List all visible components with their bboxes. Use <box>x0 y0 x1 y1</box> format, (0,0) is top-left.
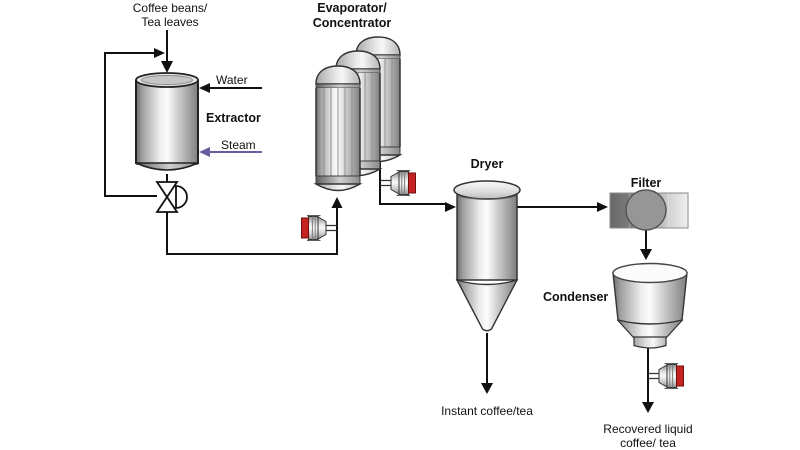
arrow-into-condenser <box>640 249 652 260</box>
recovered-product-label: Recovered liquid coffee/ tea <box>588 422 708 450</box>
extractor-valve-icon <box>155 181 188 213</box>
arrow-recovered-product <box>642 402 654 413</box>
feed-stream-line1: Coffee beans/ <box>132 1 208 15</box>
steam-stream-label: Steam <box>221 138 256 152</box>
filter-unit <box>609 189 689 231</box>
evaporator-label-line2: Concentrator <box>312 15 392 30</box>
dryer-label: Dryer <box>470 157 504 171</box>
evaporator-vessel-1 <box>315 65 361 192</box>
arrow-into-filter <box>597 202 608 212</box>
instant-product-label: Instant coffee/tea <box>441 404 533 418</box>
arrow-into-dryer <box>445 202 456 212</box>
water-stream-label: Water <box>216 73 248 87</box>
arrow-into-evaporator <box>331 197 343 208</box>
extractor-label: Extractor <box>206 111 261 125</box>
dryer-vessel <box>453 180 521 332</box>
filter-label: Filter <box>630 176 662 190</box>
arrow-recycle-right <box>154 48 165 58</box>
pump-feed-icon <box>300 214 338 242</box>
evaporator-label-line1: Evaporator/ <box>317 1 387 15</box>
recovered-product-line1: Recovered liquid <box>603 422 693 436</box>
pipe-recycle <box>104 52 157 197</box>
feed-stream-line2: Tea leaves <box>141 15 199 30</box>
pump-evaporator-icon <box>379 169 417 197</box>
arrow-steam-left <box>199 147 210 157</box>
arrow-feed-down <box>161 61 173 73</box>
evaporator-label: Evaporator/ Concentrator <box>287 1 417 31</box>
arrowheads <box>154 48 654 413</box>
recovered-product-line2: coffee/ tea <box>620 436 676 450</box>
arrow-water-left <box>199 83 210 93</box>
pump-condenser-icon <box>647 362 685 390</box>
feed-stream-label: Coffee beans/ Tea leaves <box>105 1 235 29</box>
condenser-label: Condenser <box>543 290 609 304</box>
arrow-instant-product <box>481 383 493 394</box>
filter-disc <box>625 189 667 231</box>
extractor-vessel <box>135 72 199 171</box>
condenser-vessel <box>612 262 688 349</box>
